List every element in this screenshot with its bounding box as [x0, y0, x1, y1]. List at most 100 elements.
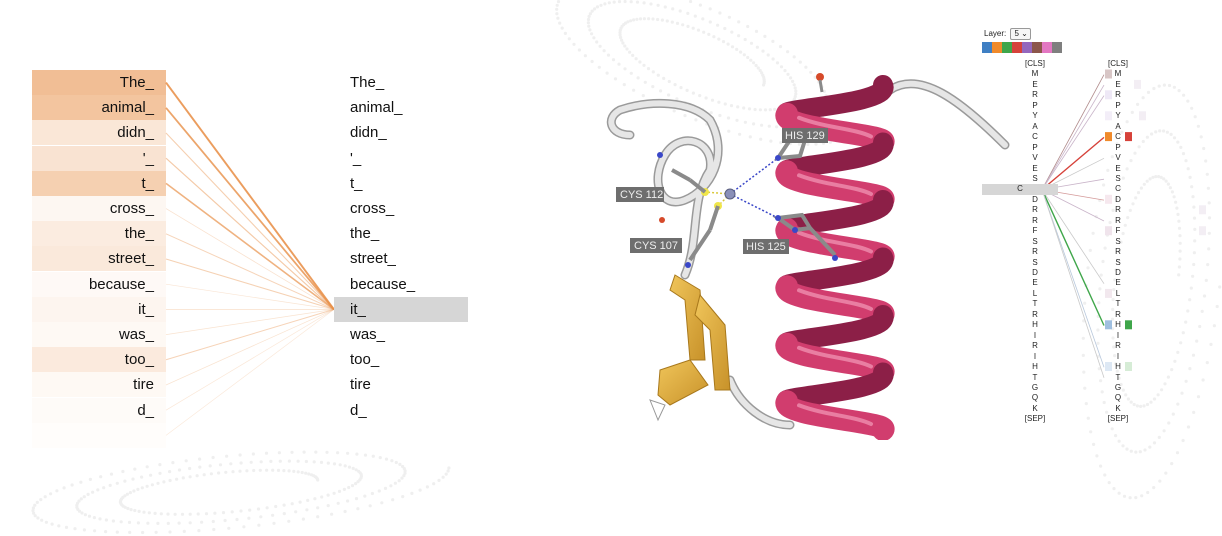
- sequence-token[interactable]: S: [1032, 173, 1038, 183]
- source-token[interactable]: didn_: [32, 120, 166, 146]
- attention-head-swatch[interactable]: [982, 42, 992, 53]
- sequence-token[interactable]: A: [1115, 121, 1121, 131]
- source-token[interactable]: animal_: [32, 95, 166, 121]
- source-token[interactable]: [32, 423, 166, 448]
- source-token[interactable]: it_: [32, 296, 166, 322]
- sequence-token[interactable]: G: [1031, 382, 1039, 392]
- sequence-token[interactable]: I: [1116, 351, 1120, 361]
- attention-head-swatch[interactable]: [1042, 42, 1052, 53]
- selected-target-token[interactable]: it_: [334, 296, 468, 322]
- sequence-token[interactable]: R: [1032, 309, 1038, 319]
- sequence-token[interactable]: H: [1032, 362, 1038, 372]
- source-token[interactable]: d_: [32, 397, 166, 423]
- sequence-token[interactable]: Q: [1114, 393, 1122, 403]
- sequence-token[interactable]: [CLS]: [1024, 59, 1045, 68]
- sequence-token[interactable]: D: [1115, 194, 1121, 204]
- sequence-token[interactable]: R: [1032, 341, 1038, 351]
- sequence-token[interactable]: R: [1032, 90, 1038, 100]
- target-token[interactable]: the_: [350, 225, 380, 243]
- sequence-token[interactable]: S: [1032, 257, 1038, 267]
- sequence-token[interactable]: R: [1115, 247, 1121, 257]
- sequence-token[interactable]: M: [1114, 69, 1122, 79]
- sequence-token[interactable]: E: [1032, 278, 1038, 288]
- attention-head-swatch[interactable]: [1012, 42, 1022, 53]
- sequence-token[interactable]: K: [1032, 403, 1038, 413]
- source-token[interactable]: '_: [32, 145, 166, 171]
- sequence-token[interactable]: C: [1115, 184, 1121, 194]
- sequence-token[interactable]: D: [1032, 268, 1038, 277]
- sequence-token[interactable]: [SEP]: [1024, 414, 1046, 424]
- sequence-token[interactable]: R: [1115, 205, 1121, 215]
- source-token[interactable]: cross_: [32, 196, 166, 221]
- sequence-token[interactable]: L: [1115, 288, 1121, 298]
- sequence-token[interactable]: S: [1032, 236, 1038, 246]
- attention-head-swatch[interactable]: [1032, 42, 1042, 53]
- sequence-token[interactable]: V: [1115, 153, 1121, 163]
- source-token[interactable]: the_: [32, 221, 166, 247]
- sequence-token[interactable]: I: [1033, 351, 1037, 361]
- sequence-token[interactable]: T: [1032, 372, 1038, 382]
- target-token[interactable]: The_: [350, 74, 385, 91]
- sequence-token[interactable]: R: [1032, 205, 1038, 215]
- sequence-token[interactable]: T: [1032, 299, 1038, 309]
- sequence-token[interactable]: C: [1032, 132, 1038, 142]
- sequence-token[interactable]: S: [1115, 173, 1121, 183]
- sequence-token[interactable]: A: [1032, 121, 1038, 131]
- source-token[interactable]: too_: [32, 347, 166, 373]
- sequence-token[interactable]: V: [1032, 153, 1038, 163]
- attention-head-swatch[interactable]: [1052, 42, 1062, 53]
- source-token[interactable]: tire: [32, 372, 166, 398]
- sequence-token[interactable]: S: [1115, 257, 1121, 267]
- sequence-token[interactable]: T: [1115, 299, 1121, 309]
- sequence-token[interactable]: D: [1032, 194, 1038, 204]
- target-token[interactable]: was_: [350, 326, 386, 343]
- source-token[interactable]: street_: [32, 246, 166, 272]
- sequence-token[interactable]: R: [1115, 309, 1121, 319]
- source-token[interactable]: The_: [32, 70, 166, 95]
- sequence-token[interactable]: M: [1031, 69, 1039, 79]
- sequence-token[interactable]: I: [1116, 330, 1120, 340]
- sequence-token[interactable]: E: [1032, 79, 1038, 89]
- source-token[interactable]: t_: [32, 170, 166, 196]
- attention-head-swatch[interactable]: [1022, 42, 1032, 53]
- sequence-token[interactable]: R: [1115, 341, 1121, 351]
- sequence-token[interactable]: R: [1115, 90, 1121, 100]
- sequence-token[interactable]: E: [1115, 79, 1121, 89]
- sequence-token[interactable]: [SEP]: [1107, 414, 1129, 424]
- sequence-token[interactable]: H: [1115, 320, 1121, 330]
- sequence-token[interactable]: S: [1115, 236, 1121, 246]
- sequence-token[interactable]: K: [1115, 403, 1121, 413]
- sequence-token[interactable]: G: [1114, 382, 1122, 392]
- sequence-token[interactable]: I: [1033, 330, 1037, 340]
- sequence-token[interactable]: P: [1032, 142, 1038, 152]
- sequence-token[interactable]: E: [1115, 163, 1121, 173]
- sequence-token[interactable]: H: [1032, 320, 1038, 330]
- sequence-token[interactable]: R: [1032, 247, 1038, 257]
- sequence-token[interactable]: P: [1115, 142, 1121, 152]
- sequence-token[interactable]: Y: [1032, 111, 1038, 121]
- target-token[interactable]: tire: [350, 376, 371, 394]
- layer-select[interactable]: 5 ⌄: [1010, 28, 1031, 40]
- sequence-token[interactable]: F: [1032, 226, 1038, 236]
- sequence-token[interactable]: T: [1115, 372, 1121, 382]
- sequence-token[interactable]: P: [1115, 100, 1121, 110]
- target-token[interactable]: animal_: [350, 99, 403, 117]
- target-token[interactable]: because_: [350, 275, 416, 293]
- sequence-token[interactable]: P: [1032, 100, 1038, 110]
- sequence-token[interactable]: F: [1115, 226, 1121, 236]
- sequence-token[interactable]: R: [1032, 215, 1038, 225]
- sequence-token[interactable]: Q: [1031, 393, 1039, 403]
- sequence-token[interactable]: E: [1115, 278, 1121, 288]
- target-token[interactable]: street_: [350, 250, 396, 268]
- target-token[interactable]: d_: [350, 401, 367, 419]
- target-token[interactable]: '_: [350, 149, 362, 167]
- sequence-token[interactable]: C: [1115, 132, 1121, 142]
- sequence-token[interactable]: H: [1115, 362, 1121, 372]
- target-token[interactable]: t_: [350, 174, 363, 192]
- sequence-token[interactable]: D: [1115, 268, 1121, 277]
- sequence-token[interactable]: E: [1032, 163, 1038, 173]
- target-token[interactable]: didn_: [350, 124, 387, 142]
- sequence-token[interactable]: R: [1115, 215, 1121, 225]
- source-token[interactable]: was_: [32, 322, 166, 347]
- sequence-token[interactable]: Y: [1115, 111, 1121, 121]
